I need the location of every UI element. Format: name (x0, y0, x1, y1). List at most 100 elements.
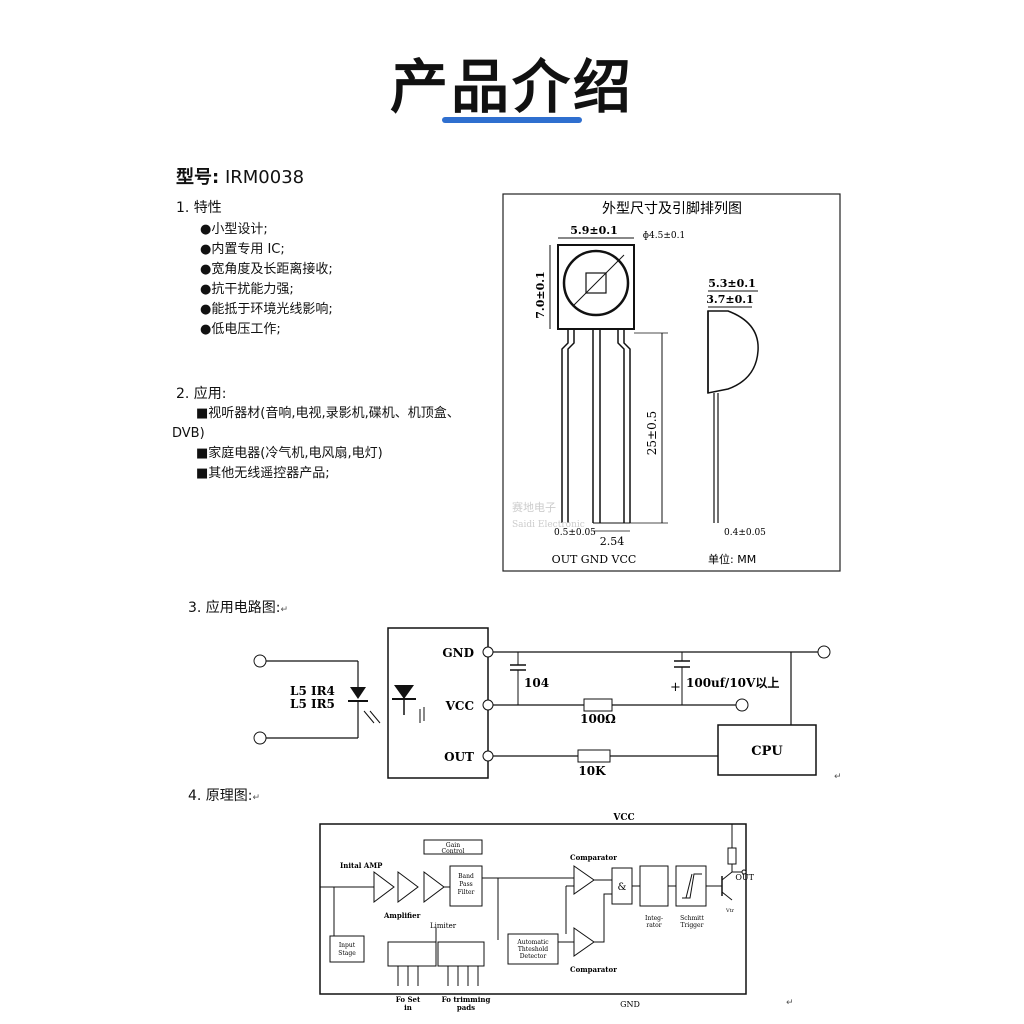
out-terminal (741, 869, 747, 875)
fo-set-label-1: Fo Set (396, 995, 421, 1004)
atd-label-1: Automatic (516, 939, 549, 946)
lens-label: ɸ4.5±0.1 (643, 231, 685, 241)
led-terminal-top (253, 654, 267, 668)
side2-label: 3.7±0.1 (706, 293, 754, 306)
feature-item: ●能抵于环境光线影响; (200, 302, 333, 317)
model-value: IRM0038 (224, 167, 305, 188)
page-title: 产品介绍 (389, 53, 634, 121)
applications-heading: 2. 应用: (176, 386, 227, 402)
comparator-2-label: Comparator (570, 965, 617, 974)
amplifier-label: Amplifier (383, 911, 421, 920)
square-bullet-icon: ■ (196, 446, 209, 461)
watermark-cn: 赛地电子 (512, 500, 556, 514)
bullet-icon: ● (200, 282, 212, 297)
pin-vcc-label: VCC (445, 699, 474, 713)
pin-out-terminal (482, 750, 494, 762)
bullet-icon: ● (200, 222, 212, 237)
dimension-drawing: 外型尺寸及引脚排列图 5.9±0.1 ɸ4.5±0.1 7.0±0.1 25±0… (502, 193, 841, 572)
input-stage-box (329, 935, 365, 963)
pin-gnd-terminal (482, 646, 494, 658)
feature-item: ●内置专用 IC; (200, 242, 285, 257)
pin-out-label: OUT (444, 750, 474, 764)
comparator-1 (573, 865, 595, 895)
ir-led-symbol (350, 687, 366, 699)
features-heading: 1. 特性 (176, 200, 222, 216)
ic-outline (319, 823, 747, 995)
bpf-label-3: Filter (458, 889, 475, 896)
cpu-label: CPU (751, 744, 783, 759)
vtr-label: Vtr (725, 908, 735, 914)
title-underline (442, 117, 582, 123)
application-item: ■视听器材(音响,电视,录影机,碟机、机顶盒、 (196, 406, 460, 421)
cap2-plus: + (670, 680, 681, 695)
gain-control-box (423, 839, 483, 855)
schmitt-label-1: Schmitt (680, 915, 704, 922)
drawing-frame (502, 193, 841, 572)
resistor-100-label: 100Ω (580, 712, 616, 726)
and-label: & (618, 882, 627, 893)
feature-item: ●小型设计; (200, 222, 268, 237)
atd-label-3: Detector (520, 953, 547, 960)
bpf-label-1: Band (458, 873, 474, 880)
application-item-cont: DVB) (172, 426, 205, 441)
lead-vcc-edge (623, 329, 631, 523)
gnd-label: GND (620, 1000, 640, 1009)
schmitt-label-2: Trigger (681, 922, 704, 929)
vcc-supply-terminal (735, 698, 749, 712)
side-body (707, 310, 759, 394)
bullet-icon: ● (200, 242, 212, 257)
bpf-label-2: Pass (459, 881, 473, 888)
comp2-out (594, 893, 612, 943)
fo-trim-box (437, 941, 485, 967)
application-item: ■其他无线遥控器产品; (196, 466, 330, 481)
input-stage-label-2: Stage (338, 950, 356, 957)
lead-length-label: 25±0.5 (645, 411, 659, 455)
fo-trim-label-1: Fo trimming (442, 995, 491, 1004)
out-label: OUT (735, 873, 754, 882)
bullet-icon: ● (200, 262, 212, 277)
integrator-box (639, 865, 669, 907)
pin-vcc-terminal (482, 699, 494, 711)
transistor-collector (721, 871, 733, 881)
principle-heading: 4. 原理图:↵ (188, 788, 261, 804)
comparator-1-label: Comparator (570, 853, 617, 862)
pin-width-label: 0.5±0.05 (554, 528, 596, 538)
block-diagram: VCC GND OUT Inital AMP Amplifier Limiter… (319, 813, 755, 1012)
resistor-10k-label: 10K (578, 764, 606, 778)
lead-out (561, 329, 569, 523)
feature-item: ●抗干扰能力强; (200, 282, 294, 297)
fo-trim-label-2: pads (457, 1003, 475, 1012)
resistor-10k (577, 749, 611, 763)
lens-circle (562, 249, 630, 317)
circuit-end-mark: ↵ (834, 772, 842, 782)
gain-label-1: Gain (446, 842, 460, 849)
applications-section: 2. 应用: ■视听器材(音响,电视,录影机,碟机、机顶盒、 DVB) ■家庭电… (172, 384, 506, 484)
drawing-title: 外型尺寸及引脚排列图 (602, 201, 742, 217)
vcc-label: VCC (612, 813, 634, 823)
threshold-detector-box (507, 933, 559, 965)
fo-set-box (387, 941, 437, 967)
width-label: 5.9±0.1 (570, 224, 618, 237)
schmitt-trigger-box (675, 865, 707, 907)
resistor-100 (583, 698, 613, 712)
unit-label: 单位: MM (708, 552, 756, 566)
cpu-box (717, 724, 817, 776)
led-terminal-bottom (253, 731, 267, 745)
side1-label: 5.3±0.1 (708, 277, 756, 290)
application-circuit: GND VCC OUT 104 + 100uf/10V以上 100Ω 10K C… (253, 627, 831, 779)
limiter-label: Limiter (430, 922, 457, 930)
hysteresis-icon (682, 873, 702, 899)
pin-pitch-label: 2.54 (600, 535, 625, 548)
band-pass-filter-box (449, 865, 483, 907)
model-label: 型号: (176, 167, 220, 188)
bullet-icon: ● (200, 302, 212, 317)
lead-vcc (617, 329, 625, 523)
pullup-resistor (727, 847, 737, 865)
atd-label-2: Thteshold (518, 946, 548, 953)
features-section: 1. 特性 ●小型设计; ●内置专用 IC; ●宽角度及长距离接收; ●抗干扰能… (176, 198, 333, 340)
led-label-1: L5 IR4 (290, 684, 335, 698)
integrator-label-1: Integ- (645, 915, 663, 922)
transistor-emitter (721, 891, 733, 901)
amp-3 (423, 871, 445, 903)
pin-names: OUT GND VCC (552, 553, 637, 566)
